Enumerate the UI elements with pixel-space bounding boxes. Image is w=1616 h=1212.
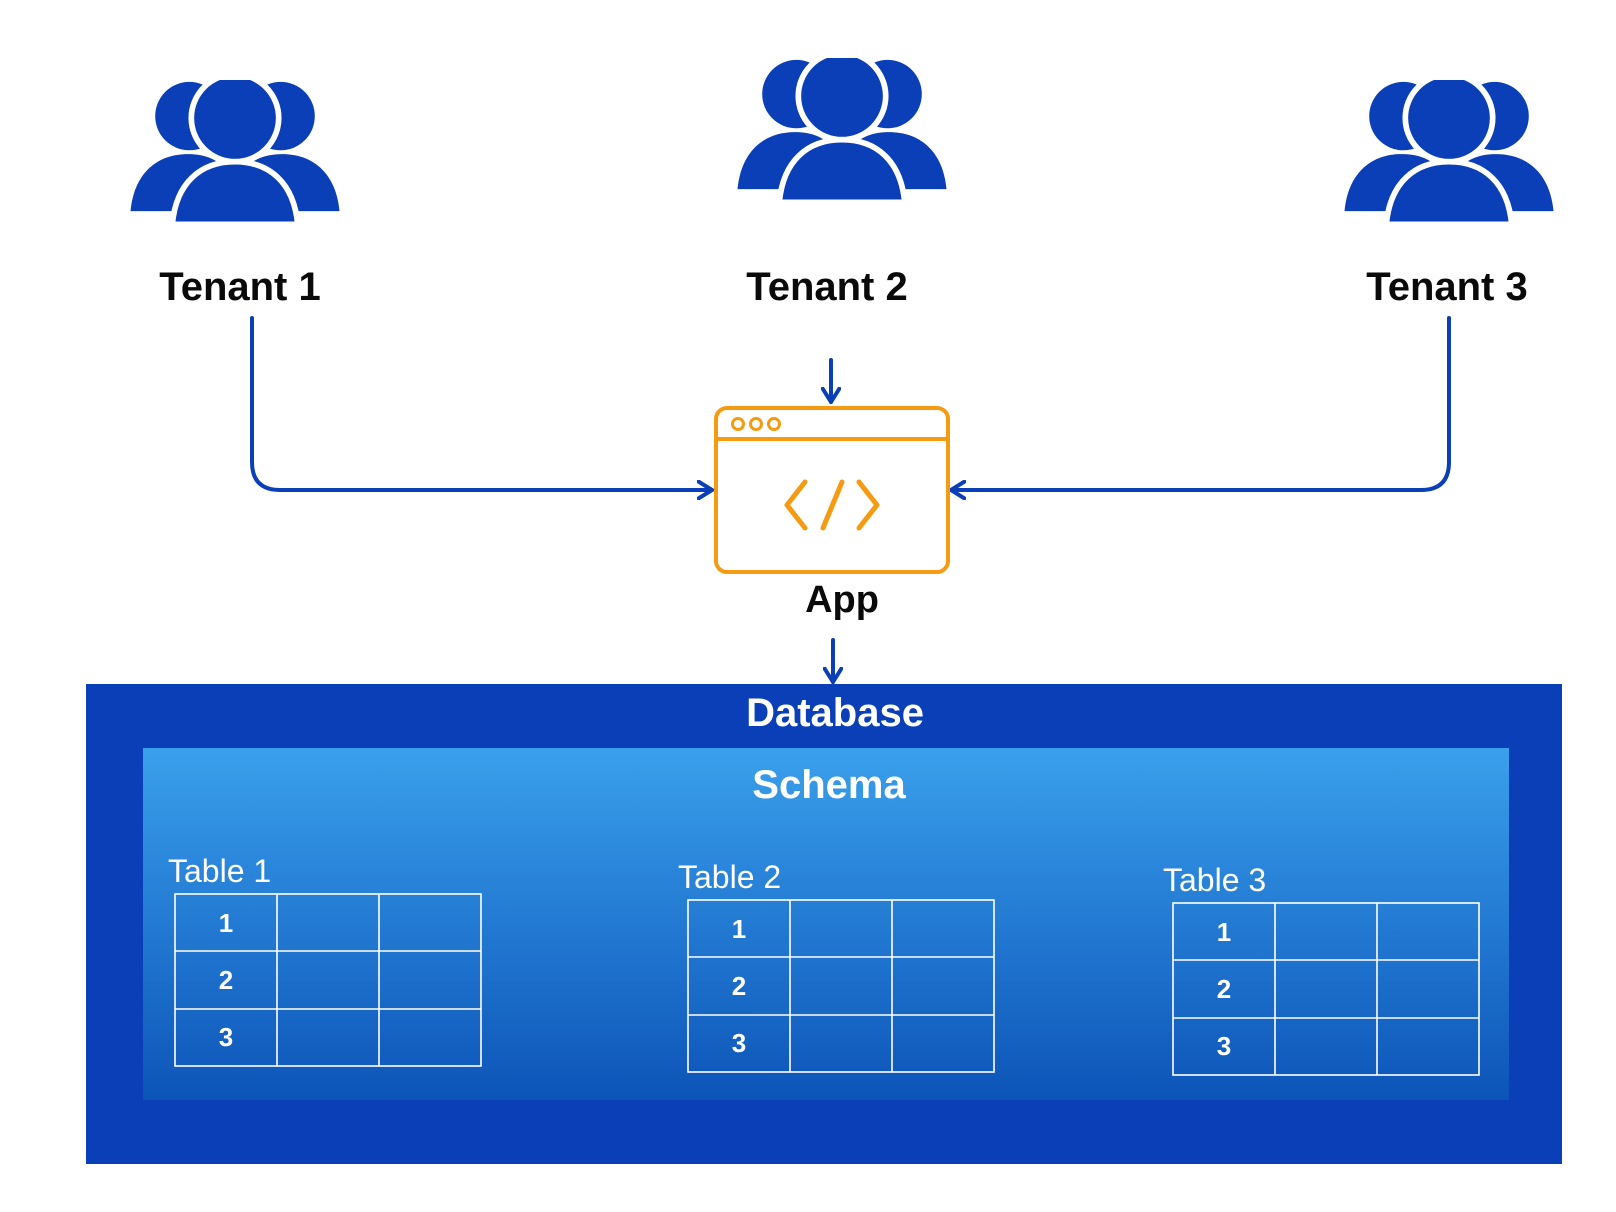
table-row-number: 3 <box>1217 1031 1231 1061</box>
users-group-icon <box>738 52 947 202</box>
window-dot-icon <box>749 417 763 431</box>
window-dot-icon <box>767 417 781 431</box>
table-row-number: 1 <box>732 914 746 944</box>
schema-container: Schema Table 1 1 2 3 Table 2 <box>143 748 1509 1100</box>
table-1-grid <box>174 893 482 1067</box>
table-row-number: 2 <box>732 971 746 1001</box>
table-1: Table 1 1 2 3 <box>168 853 482 1067</box>
table-row-number: 3 <box>219 1022 233 1052</box>
app-window-frame <box>714 406 950 574</box>
tenant-1-connector <box>250 316 714 490</box>
schema-label: Schema <box>752 763 906 807</box>
code-window-icon <box>784 479 880 531</box>
table-row-number: 3 <box>732 1028 746 1058</box>
table-2: Table 2 1 2 3 <box>678 859 995 1073</box>
users-group-icon <box>1345 74 1554 224</box>
schema-box <box>143 748 1509 1100</box>
table-2-grid <box>687 899 995 1073</box>
table-row-number: 2 <box>219 965 233 995</box>
tenant-3-label: Tenant 3 <box>1366 265 1528 309</box>
table-3-grid <box>1172 902 1480 1076</box>
table-row-number: 1 <box>219 908 233 938</box>
table-3: Table 3 1 2 3 <box>1163 862 1480 1076</box>
table-row-number: 2 <box>1217 974 1231 1004</box>
tenant-2: Tenant 2 <box>738 52 947 309</box>
window-dot-icon <box>731 417 745 431</box>
tenant-1: Tenant 1 <box>131 74 340 309</box>
tenant-2-label: Tenant 2 <box>746 265 908 309</box>
table-3-title: Table 3 <box>1163 862 1266 898</box>
tenant-3-connector <box>949 316 1451 490</box>
table-1-title: Table 1 <box>168 853 271 889</box>
database-container: Database Schema Table 1 1 2 3 Table 2 <box>86 684 1562 1164</box>
tenant-3: Tenant 3 <box>1345 74 1554 309</box>
app-window: App <box>714 406 950 621</box>
users-group-icon <box>131 74 340 224</box>
app-label: App <box>805 579 879 621</box>
table-2-title: Table 2 <box>678 859 781 895</box>
tenant-1-label: Tenant 1 <box>159 265 321 309</box>
table-row-number: 1 <box>1217 917 1231 947</box>
database-label: Database <box>746 691 924 735</box>
